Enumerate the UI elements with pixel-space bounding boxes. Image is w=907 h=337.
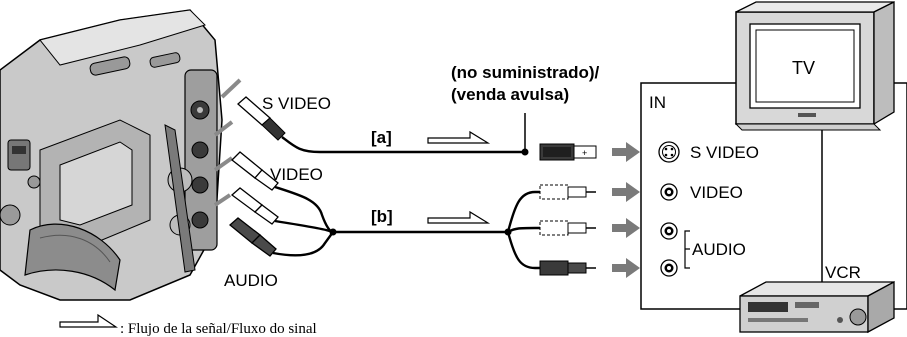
signal-flow-arrow-a (427, 130, 491, 144)
camera-svideo-label: S VIDEO (262, 94, 331, 113)
panel-in-label: IN (649, 93, 666, 112)
legend-text: : Flujo de la señal/Fluxo do sinal (120, 321, 317, 337)
route-a-label: [a] (371, 128, 392, 147)
camera-video-plug (231, 151, 279, 191)
camera-audio-plug-red (228, 217, 277, 257)
cable-note-line1: (no suministrado)/ (451, 63, 600, 82)
wire-b-bundle (272, 185, 540, 270)
tv-audio-plug-white (539, 220, 596, 236)
camera-audio-plug-white (230, 187, 279, 225)
signal-flow-arrow-b (427, 210, 491, 224)
tv-audio-plug-red (539, 260, 596, 276)
vcr-illustration (739, 280, 895, 334)
panel-video-jack (660, 183, 678, 201)
vcr-label: VCR (825, 263, 861, 282)
svg-text:+: + (582, 148, 587, 158)
flow-arrows-grey (612, 142, 640, 278)
connector-motion-lines (213, 78, 242, 207)
flow-arrow-video (612, 182, 640, 202)
legend-arrow-icon (59, 313, 118, 328)
panel-svideo-jack (658, 141, 680, 163)
cable-note-line2: (venda avulsa) (451, 85, 569, 104)
panel-svideo-label: S VIDEO (690, 143, 759, 162)
tv-illustration (734, 0, 895, 308)
camcorder-illustration (0, 9, 223, 301)
panel-video-label: VIDEO (690, 183, 743, 202)
camera-svideo-plug (237, 96, 286, 141)
camera-audio-label: AUDIO (224, 271, 278, 290)
audio-bracket (684, 230, 690, 269)
panel-audio-jack-l (660, 222, 678, 240)
flow-arrow-audio-r (612, 258, 640, 278)
panel-audio-label: AUDIO (692, 240, 746, 259)
tv-label: TV (792, 58, 815, 78)
route-b-label: [b] (371, 207, 393, 226)
flow-arrow-svideo (612, 142, 640, 162)
wire-a-svideo (281, 113, 529, 156)
tv-svideo-plug: + (539, 143, 597, 161)
flow-arrow-audio-l (612, 218, 640, 238)
camera-video-label: VIDEO (270, 165, 323, 184)
panel-audio-jack-r (660, 259, 678, 277)
tv-video-plug (539, 184, 596, 200)
